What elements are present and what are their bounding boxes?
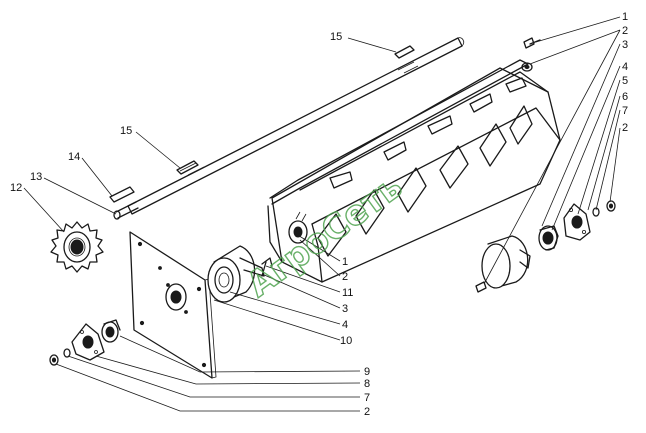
callout-labels: 1 2 3 4 5 6 7 2 15 15 14 13 12 1 2 11 3 …	[10, 11, 628, 418]
flange-right	[563, 203, 591, 241]
callout-14: 14	[68, 151, 80, 163]
callout-8: 8	[364, 378, 370, 390]
callout-12: 12	[10, 182, 22, 194]
callout-6: 6	[622, 91, 628, 103]
callout-1: 1	[622, 11, 628, 23]
shaft-end-pin	[113, 201, 139, 220]
callout-2-hub: 2	[342, 271, 348, 283]
callout-1-hub: 1	[342, 256, 348, 268]
callout-11: 11	[342, 287, 353, 299]
nut-top-right	[521, 62, 533, 72]
callout-7: 7	[622, 105, 628, 117]
callout-13: 13	[30, 171, 42, 183]
drum-housing	[267, 59, 561, 283]
callout-10: 10	[340, 335, 352, 347]
callout-4: 4	[622, 61, 628, 73]
callout-2-right: 2	[622, 122, 628, 134]
callout-2-left: 2	[364, 406, 370, 418]
leader-lines	[23, 16, 621, 412]
callout-7-left: 7	[364, 392, 370, 404]
washer-left	[63, 348, 71, 358]
callout-3: 3	[622, 39, 628, 51]
nut-right	[606, 200, 616, 212]
callout-9: 9	[364, 366, 370, 378]
bolt-top-right	[523, 37, 541, 49]
bushing	[207, 245, 265, 303]
cup-housing	[481, 235, 531, 289]
key-upper	[394, 45, 415, 59]
callout-5: 5	[622, 75, 628, 87]
nut-left	[49, 354, 59, 366]
key-end	[109, 186, 135, 203]
side-plate	[129, 231, 217, 379]
callout-2: 2	[622, 25, 628, 37]
bolt-hub	[261, 257, 273, 277]
key-middle	[176, 160, 199, 175]
sprocket	[50, 221, 104, 273]
callout-3-hub: 3	[342, 303, 348, 315]
washer-right	[592, 207, 600, 217]
callout-15-upper: 15	[330, 31, 342, 43]
bearing	[538, 225, 559, 251]
bolt-lower	[475, 281, 487, 293]
callout-4-hub: 4	[342, 319, 348, 331]
bearing-left	[101, 319, 121, 343]
callout-15-middle: 15	[120, 125, 132, 137]
flange-left	[71, 323, 105, 361]
